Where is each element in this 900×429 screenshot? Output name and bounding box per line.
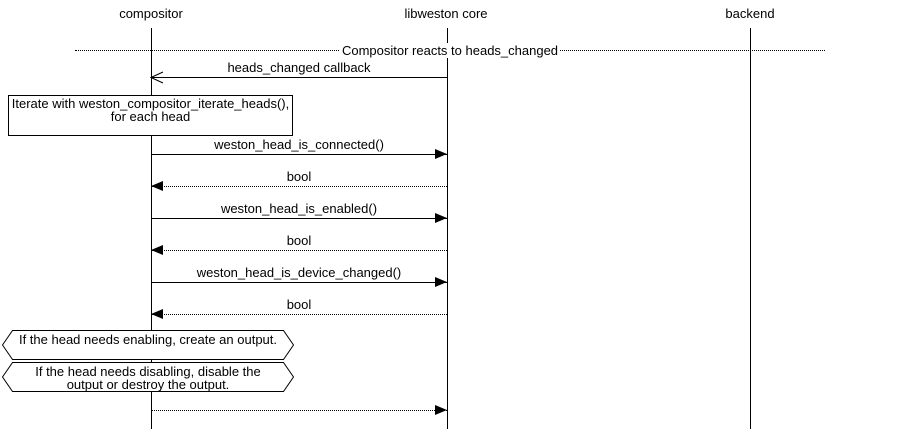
filled-arrowhead-icon (435, 405, 447, 415)
hexnote-disable-output-text: If the head needs disabling, disable the… (35, 364, 261, 392)
participant-label-backend: backend (725, 6, 775, 21)
message-line-bool-enabled (151, 250, 447, 251)
message-label-bool-connected: bool (286, 169, 312, 184)
filled-arrowhead-icon (151, 245, 163, 255)
message-line-head-is-enabled (151, 218, 447, 219)
hexnote-enable-output: If the head needs enabling, create an ou… (2, 330, 295, 360)
participant-label-libweston-core: libweston core (404, 6, 488, 21)
message-label-bool-enabled: bool (286, 233, 312, 248)
message-label-head-is-connected: weston_head_is_connected() (214, 137, 384, 152)
message-line-heads-changed-callback (151, 77, 447, 78)
message-label-head-is-device-changed: weston_head_is_device_changed() (196, 265, 402, 280)
lifeline-backend (750, 28, 751, 429)
message-line-final-return (151, 410, 447, 411)
filled-arrowhead-icon (435, 277, 447, 287)
note-iterate-heads: Iterate with weston_compositor_iterate_h… (8, 95, 293, 136)
filled-arrowhead-icon (151, 309, 163, 319)
divider-label: Compositor reacts to heads_changed (75, 43, 825, 58)
filled-arrowhead-icon (151, 181, 163, 191)
message-line-bool-device-changed (151, 314, 447, 315)
message-line-head-is-connected (151, 154, 447, 155)
message-line-head-is-device-changed (151, 282, 447, 283)
divider-label-text: Compositor reacts to heads_changed (339, 43, 561, 58)
filled-arrowhead-icon (435, 213, 447, 223)
message-label-heads-changed-callback: heads_changed callback (227, 60, 371, 75)
message-label-head-is-enabled: weston_head_is_enabled() (220, 201, 378, 216)
lifeline-libweston-core (447, 28, 448, 429)
hexnote-enable-output-text: If the head needs enabling, create an ou… (18, 332, 278, 347)
message-label-bool-device-changed: bool (286, 297, 312, 312)
participant-label-compositor: compositor (119, 6, 183, 21)
message-line-bool-connected (151, 186, 447, 187)
hexnote-disable-output: If the head needs disabling, disable the… (2, 362, 295, 392)
lifeline-compositor (151, 28, 152, 429)
filled-arrowhead-icon (435, 149, 447, 159)
open-arrowhead-icon (149, 71, 164, 87)
